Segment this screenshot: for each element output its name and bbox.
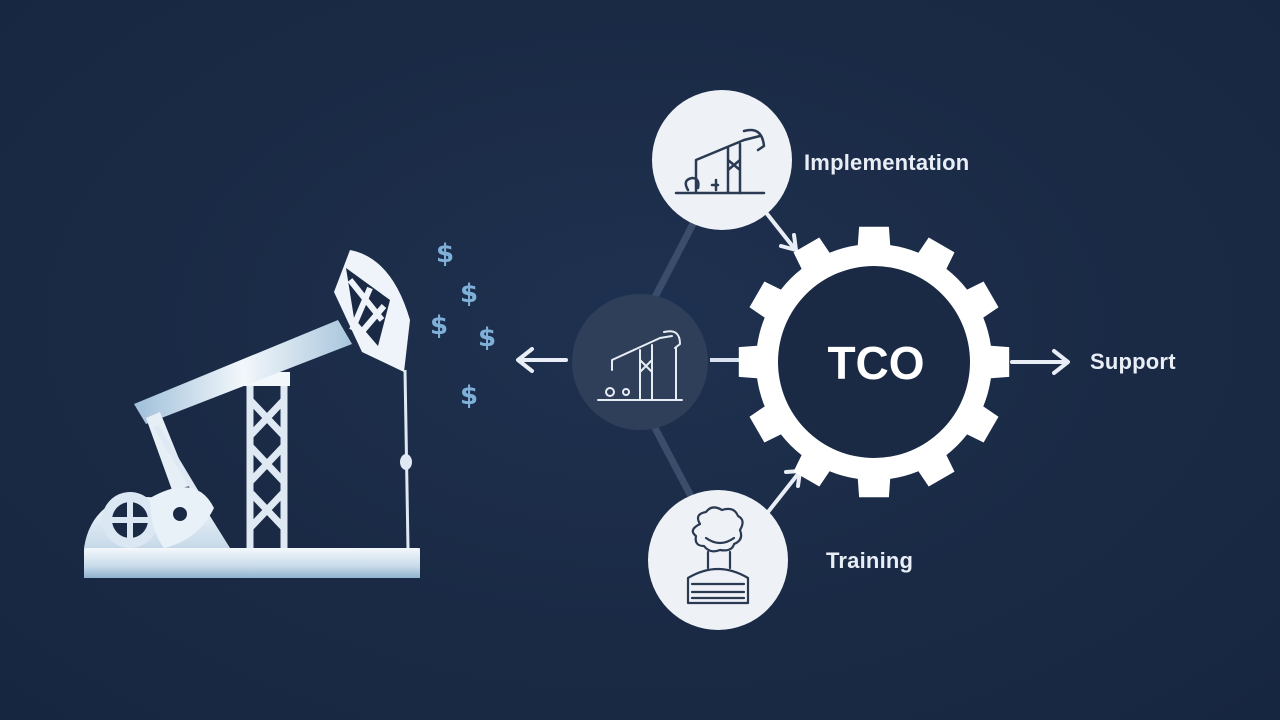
dollar-sign: $ — [460, 381, 478, 411]
training-node — [648, 490, 788, 630]
hub-node — [572, 294, 708, 430]
dollar-sign: $ — [436, 239, 454, 269]
dollar-sign: $ — [478, 323, 496, 353]
dollar-signs: $ $ $ $ $ — [430, 239, 496, 411]
center-label: TCO — [827, 337, 924, 389]
dollar-sign: $ — [430, 311, 448, 341]
arrow-gear-to-support — [1010, 349, 1070, 375]
implementation-label: Implementation — [804, 150, 970, 175]
connector-lines — [651, 218, 698, 506]
pump-jack-icon — [674, 128, 766, 195]
arrow-training-to-gear — [766, 469, 802, 514]
arrow-implementation-to-gear — [762, 208, 798, 252]
pump-jack-icon — [597, 330, 683, 401]
arrow-left — [516, 347, 568, 373]
support-label: Support — [1090, 349, 1176, 374]
oil-pump-jack-icon — [84, 250, 420, 578]
training-label: Training — [826, 548, 914, 573]
dollar-sign: $ — [460, 279, 478, 309]
implementation-node — [652, 90, 792, 230]
gear-hole — [778, 266, 970, 458]
person-icon — [686, 506, 750, 605]
